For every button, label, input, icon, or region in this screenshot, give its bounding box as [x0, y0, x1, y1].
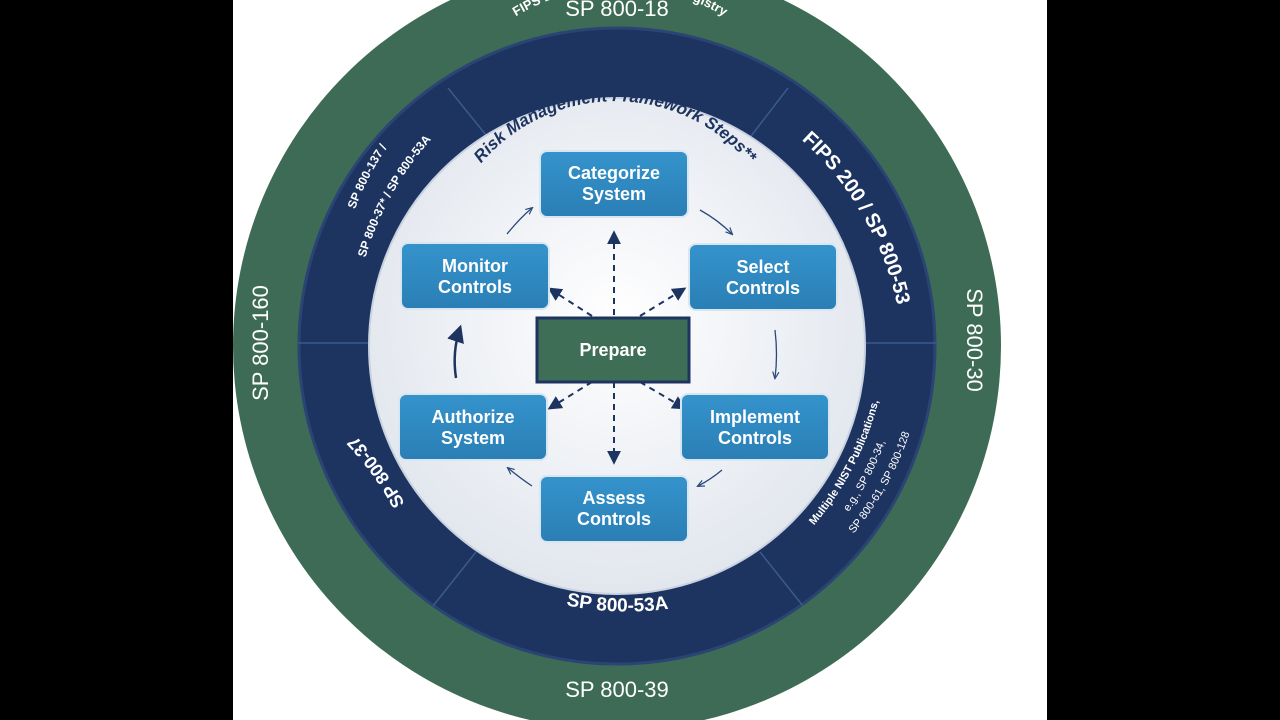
authorize-to-monitor-arrow [447, 324, 464, 379]
outer-label-bottom: SP 800-39 [565, 677, 669, 702]
step-select[interactable]: Select Controls [688, 243, 838, 311]
prepare-arrows [547, 230, 687, 465]
step-assess-line1: Assess [582, 488, 645, 508]
step-monitor-line1: Monitor [442, 256, 508, 276]
step-authorize[interactable]: Authorize System [398, 393, 548, 461]
step-implement-line2: Controls [718, 428, 792, 448]
outer-label-top: SP 800-18 [565, 0, 669, 21]
step-prepare[interactable]: Prepare [535, 316, 691, 384]
ring-dividers [298, 87, 938, 607]
step-select-line2: Controls [726, 278, 800, 298]
step-monitor-line2: Controls [438, 277, 512, 297]
outer-label-left: SP 800-160 [248, 285, 273, 401]
step-assess[interactable]: Assess Controls [539, 475, 689, 543]
step-categorize[interactable]: Categorize System [539, 150, 689, 218]
step-authorize-line1: Authorize [432, 407, 515, 427]
step-assess-line2: Controls [577, 509, 651, 529]
step-implement-line1: Implement [710, 407, 800, 427]
outer-label-right: SP 800-30 [962, 288, 987, 392]
step-prepare-label: Prepare [579, 340, 646, 360]
step-categorize-line1: Categorize [568, 163, 660, 183]
step-categorize-line2: System [582, 184, 646, 204]
step-authorize-line2: System [441, 428, 505, 448]
step-implement[interactable]: Implement Controls [680, 393, 830, 461]
step-select-line1: Select [736, 257, 789, 277]
step-monitor[interactable]: Monitor Controls [400, 242, 550, 310]
cycle-arrows [507, 208, 777, 486]
